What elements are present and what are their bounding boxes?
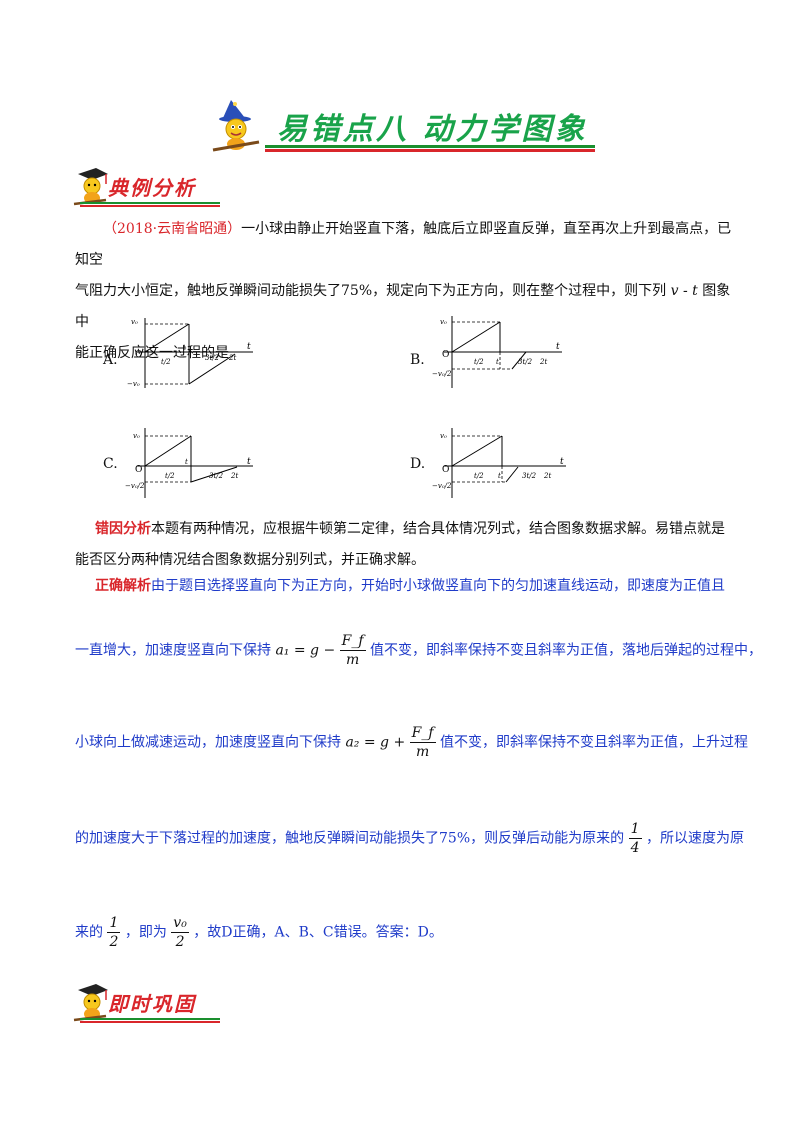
svg-text:3t/2: 3t/2 — [522, 472, 537, 480]
title-rule-accent — [265, 149, 595, 152]
option-graph-b[interactable]: v₀ O −v₀/2 t t/2 t 3t/2 2t — [432, 312, 564, 392]
section-heading-practice: 即时巩固 — [70, 982, 230, 1028]
svg-text:t: t — [556, 342, 560, 352]
section-heading-example: 典例分析 — [70, 166, 230, 212]
svg-text:O: O — [135, 350, 142, 360]
fraction-one-half: 1 2 — [107, 915, 121, 950]
svg-text:−v₀/2: −v₀/2 — [125, 482, 145, 490]
equation-a1-fraction: F_f m — [339, 633, 366, 668]
student-mascot-icon — [73, 168, 108, 206]
option-graph-a[interactable]: v₀ O −v₀ t t/2 t 3t/2 2t — [125, 312, 255, 392]
section-rule — [80, 1018, 220, 1020]
analysis-line-3: 小球向上做减速运动，加速度竖直向下保持 a₂ = g + F_f m 值不变，即… — [75, 725, 748, 760]
page-title: 易错点八 动力学图象 — [277, 112, 588, 147]
section-title: 典例分析 — [108, 176, 196, 200]
svg-text:t/2: t/2 — [165, 472, 175, 480]
equation-a2: a₂ = g + — [345, 734, 406, 751]
svg-text:−v₀/2: −v₀/2 — [432, 370, 452, 378]
svg-text:2t: 2t — [230, 472, 238, 480]
svg-text:t: t — [247, 342, 251, 352]
section-title: 即时巩固 — [108, 992, 196, 1016]
svg-text:2t: 2t — [539, 358, 547, 366]
analysis-line-2: 一直增大，加速度竖直向下保持 a₁ = g − F_f m 值不变，即斜率保持不… — [75, 633, 762, 668]
title-rule — [265, 145, 595, 148]
v0-tick: v₀ — [131, 318, 138, 326]
svg-text:t: t — [496, 358, 499, 366]
svg-text:t/2: t/2 — [161, 358, 171, 366]
svg-text:2t: 2t — [228, 354, 236, 362]
analysis-line-5: 来的 1 2 ，即为 v₀ 2 ，故D正确，A、B、C错误。答案：D。 — [75, 915, 443, 950]
section-rule — [80, 202, 220, 204]
svg-text:t: t — [247, 457, 251, 467]
svg-text:v₀: v₀ — [133, 432, 140, 440]
svg-text:2t: 2t — [543, 472, 551, 480]
error-cause-paragraph: 错因分析本题有两种情况，应根据牛顿第二定律，结合具体情况列式，结合图象数据求解。… — [75, 521, 725, 568]
option-label-a[interactable]: A. — [103, 352, 118, 368]
equation-a2-fraction: F_f m — [409, 725, 436, 760]
svg-text:t: t — [185, 458, 188, 466]
question-source: （2018·云南省昭通） — [103, 221, 242, 237]
analysis-label: 正确解析 — [95, 578, 151, 594]
option-graph-d[interactable]: v₀ O −v₀/2 t t/2 t 3t/2 2t — [432, 424, 568, 502]
svg-text:O: O — [442, 465, 449, 475]
analysis-line-4: 的加速度大于下落过程的加速度，触地反弹瞬间动能损失了75%，则反弹后动能为原来的… — [75, 821, 744, 856]
equation-a1: a₁ = g − — [275, 642, 336, 659]
student-mascot-icon — [73, 984, 108, 1022]
svg-text:t: t — [560, 457, 564, 467]
svg-text:O: O — [135, 465, 142, 475]
option-label-c[interactable]: C. — [103, 456, 118, 472]
error-cause-label: 错因分析 — [95, 521, 151, 537]
fraction-one-quarter: 1 4 — [628, 821, 642, 856]
analysis-line-1: 正确解析由于题目选择竖直向下为正方向，开始时小球做竖直向下的匀加速直线运动，即速… — [95, 578, 725, 594]
section-rule-accent — [80, 1021, 220, 1023]
svg-text:3t/2: 3t/2 — [518, 358, 533, 366]
option-label-b[interactable]: B. — [410, 352, 425, 368]
fraction-v0-half: v₀ 2 — [171, 915, 189, 950]
svg-text:v₀: v₀ — [440, 432, 447, 440]
svg-text:−v₀/2: −v₀/2 — [432, 482, 452, 490]
svg-text:3t/2: 3t/2 — [205, 354, 220, 362]
title-banner: 易错点八 动力学图象 — [205, 96, 595, 156]
svg-text:t: t — [183, 344, 186, 352]
option-graph-c[interactable]: v₀ O −v₀/2 t t/2 t 3t/2 2t — [125, 424, 255, 502]
svg-text:t/2: t/2 — [474, 472, 484, 480]
vt-label: v - t — [670, 283, 698, 299]
svg-text:O: O — [442, 350, 449, 360]
svg-text:v₀: v₀ — [440, 318, 447, 326]
svg-text:t/2: t/2 — [474, 358, 484, 366]
svg-text:3t/2: 3t/2 — [209, 472, 224, 480]
question-text: （2018·云南省昭通）一小球由静止开始竖直下落，触底后立即竖直反弹，直至再次上… — [75, 221, 732, 361]
wizard-mascot-icon — [212, 100, 260, 152]
svg-text:−v₀: −v₀ — [127, 380, 140, 388]
svg-text:t: t — [498, 472, 501, 480]
section-rule-accent — [80, 205, 220, 207]
option-label-d[interactable]: D. — [410, 456, 426, 472]
